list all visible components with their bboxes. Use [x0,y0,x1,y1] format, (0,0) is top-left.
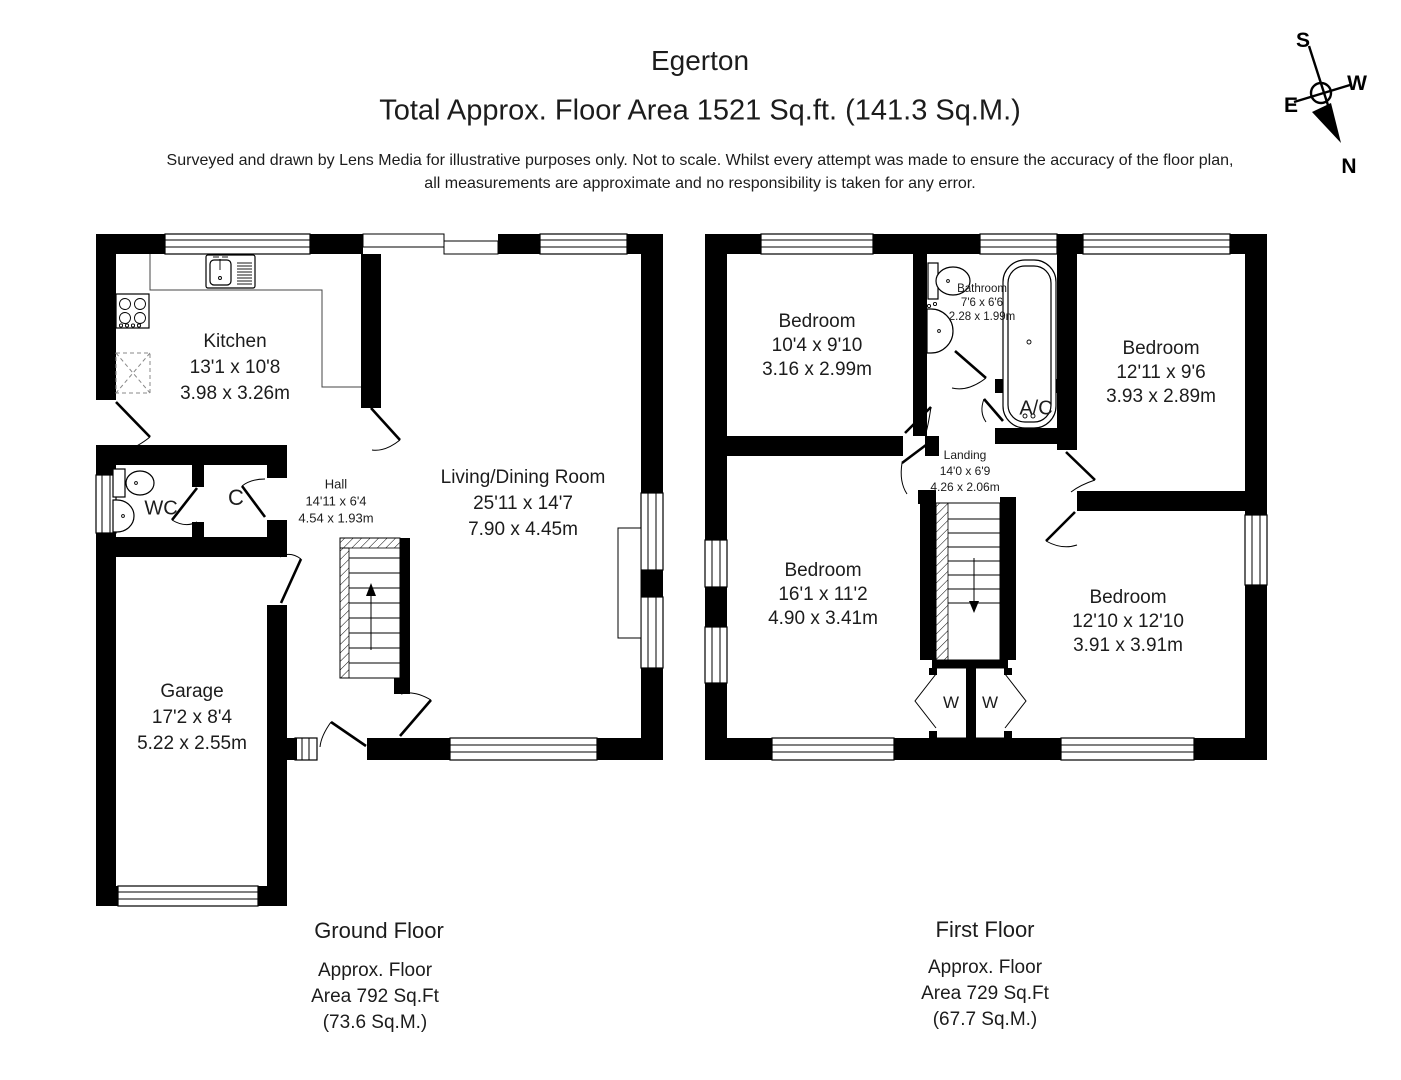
disclaimer-line2: all measurements are approximate and no … [424,175,976,192]
living-dining-label: Living/Dining Room 25'11 x 14'7 7.90 x 4… [441,465,606,543]
room-size-imperial: 14'0 x 6'9 [939,464,991,478]
room-name: Living/Dining Room [440,467,606,488]
room-size-imperial: 13'1 x 10'8 [189,357,281,378]
area-line: (67.7 Sq.M.) [932,1009,1038,1030]
ground-floor-walls [96,234,663,906]
room-name: Landing [943,448,987,462]
room-size-imperial: 17'2 x 8'4 [151,707,233,728]
hall-label: Hall 14'11 x 6'4 4.54 x 1.93m [298,476,373,527]
room-size-metric: 4.54 x 1.93m [298,510,374,526]
airing-cupboard-label: A/C [1019,397,1053,420]
staircase-up-icon [339,537,401,679]
page-subtitle: Total Approx. Floor Area 1521 Sq.ft. (14… [379,94,1021,127]
room-size-metric: 3.91 x 3.91m [1073,635,1183,656]
bedroom1-label: Bedroom 10'4 x 9'10 3.16 x 2.99m [762,310,872,382]
room-size-metric: 3.93 x 2.89m [1106,386,1216,407]
first-floor-walls [705,234,1267,760]
wardrobe2-label: W [981,693,999,712]
area-line: Area 792 Sq.Ft [311,986,439,1007]
room-name: Bedroom [1122,338,1200,359]
chimney-breast [617,527,642,639]
compass-west-label: W [1347,72,1367,95]
area-line: Area 729 Sq.Ft [921,983,1049,1004]
wc-toilet-icon [112,468,155,498]
room-size-imperial: 7'6 x 6'6 [960,297,1004,309]
wardrobes [914,667,1027,739]
room-name: Kitchen [203,331,267,352]
room-size-metric: 3.16 x 2.99m [762,359,872,380]
room-size-imperial: 10'4 x 9'10 [771,335,863,356]
compass-north-label: N [1341,155,1356,178]
kitchen-hob-icon [115,293,150,329]
room-size-imperial: 16'1 x 11'2 [778,584,868,605]
ground-floor-title: Ground Floor [314,918,444,943]
landing-label: Landing 14'0 x 6'9 4.26 x 2.06m [930,447,999,495]
room-size-metric: 4.90 x 3.41m [768,608,878,629]
compass-east-label: E [1284,94,1298,117]
garage-label: Garage 17'2 x 8'4 5.22 x 2.55m [137,679,247,757]
room-name: Garage [160,681,224,702]
ground-floor-doors [115,401,432,748]
area-line: Approx. Floor [927,957,1043,978]
ground-floor-area: Approx. Floor Area 792 Sq.Ft (73.6 Sq.M.… [311,958,439,1036]
first-floor-doors [900,350,1096,548]
compass-south-label: S [1296,29,1310,52]
area-line: (73.6 Sq.M.) [322,1012,428,1033]
bathroom-label: Bathroom 7'6 x 6'6 2.28 x 1.99m [949,282,1015,324]
room-size-metric: 5.22 x 2.55m [137,733,247,754]
room-size-metric: 3.98 x 3.26m [180,383,290,404]
kitchen-label: Kitchen 13'1 x 10'8 3.98 x 3.26m [180,329,290,407]
kitchen-counter [149,254,361,388]
first-floor-area: Approx. Floor Area 729 Sq.Ft (67.7 Sq.M.… [921,955,1049,1033]
room-name: Hall [324,476,348,492]
area-line: Approx. Floor [317,960,433,981]
room-name: Bedroom [778,311,856,332]
disclaimer-line1: Surveyed and drawn by Lens Media for ill… [166,152,1234,169]
first-floor-windows [704,233,1268,761]
first-floor-plan [704,233,1268,761]
room-name: Bedroom [784,560,862,581]
wardrobe1-label: W [942,693,960,712]
room-name: Bathroom [957,283,1007,295]
room-size-metric: 2.28 x 1.99m [948,311,1016,323]
kitchen-sink-icon [205,254,256,289]
first-floor-title: First Floor [935,917,1035,942]
staircase-down-icon [935,502,1001,661]
room-size-metric: 4.26 x 2.06m [930,480,1000,494]
room-size-imperial: 12'10 x 12'10 [1072,611,1184,632]
bathroom-basin-icon [926,301,954,354]
bedroom4-label: Bedroom 12'10 x 12'10 3.91 x 3.91m [1072,586,1184,658]
wc-label: WC [144,497,178,520]
page-title: Egerton [650,45,750,76]
room-name: Bedroom [1089,587,1167,608]
bathroom-toilet-icon [927,262,971,300]
room-size-metric: 7.90 x 4.45m [468,519,578,540]
room-size-imperial: 25'11 x 14'7 [473,493,573,514]
bedroom3-label: Bedroom 16'1 x 11'2 4.90 x 3.41m [768,559,878,631]
wall-step [362,233,499,255]
compass-icon: S W E N [1284,29,1367,178]
bedroom2-label: Bedroom 12'11 x 9'6 3.93 x 2.89m [1106,337,1216,409]
room-size-imperial: 12'11 x 9'6 [1116,362,1206,383]
cupboard-label: C [228,485,244,510]
room-size-imperial: 14'11 x 6'4 [305,493,367,509]
wc-basin-icon [112,499,135,533]
kitchen-unit-dashed [115,352,151,394]
bath-icon [1002,259,1057,429]
ground-floor-plan [95,233,664,907]
